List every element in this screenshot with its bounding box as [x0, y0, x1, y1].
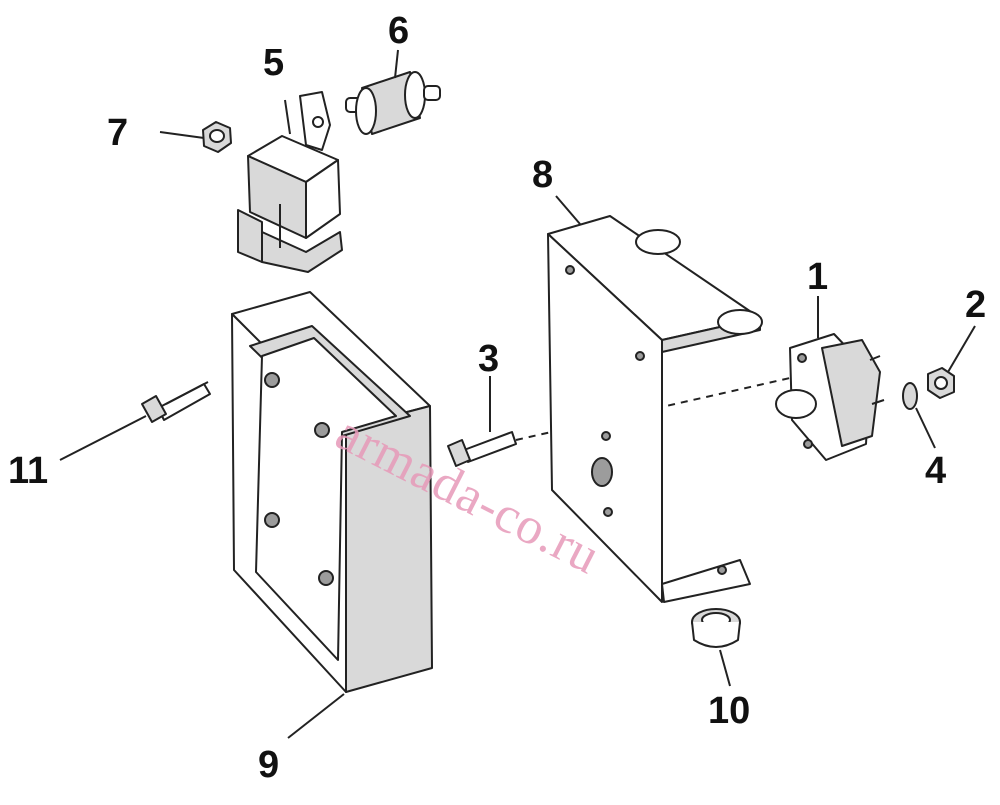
part-9-housing: [231, 291, 433, 693]
leader-4: [915, 407, 936, 449]
leader-5: [284, 99, 291, 135]
callout-7: 7: [107, 112, 129, 154]
callout-4: 4: [925, 450, 947, 492]
part-11-screw: [141, 381, 211, 423]
callout-9: 9: [258, 744, 280, 786]
leader-lines: [59, 49, 976, 739]
leader-2: [947, 325, 976, 373]
callout-6: 6: [388, 10, 410, 52]
leader-9: [287, 693, 345, 739]
part-1-switch: [775, 333, 885, 461]
callout-10: 10: [708, 690, 751, 732]
part-5-relay: [237, 91, 343, 273]
leader-6: [394, 49, 399, 79]
callout-3: 3: [478, 338, 500, 380]
part-3-screw: [447, 431, 517, 467]
leader-11: [59, 415, 147, 461]
leader-10: [719, 649, 731, 687]
callout-5: 5: [263, 42, 285, 84]
part-4-washer: [902, 382, 918, 410]
callout-11: 11: [8, 450, 49, 492]
assembly-line: [515, 377, 791, 441]
part-8-bracket: [547, 215, 763, 603]
part-7-hex-nut: [202, 121, 232, 153]
part-2-nut: [927, 367, 955, 399]
callout-1: 1: [807, 256, 829, 298]
callout-2: 2: [965, 284, 987, 326]
leader-7: [159, 131, 205, 139]
part-6-capacitor: [345, 71, 441, 135]
part-10-grommet: [691, 608, 741, 648]
callout-8: 8: [532, 154, 554, 196]
leader-8: [555, 195, 581, 225]
